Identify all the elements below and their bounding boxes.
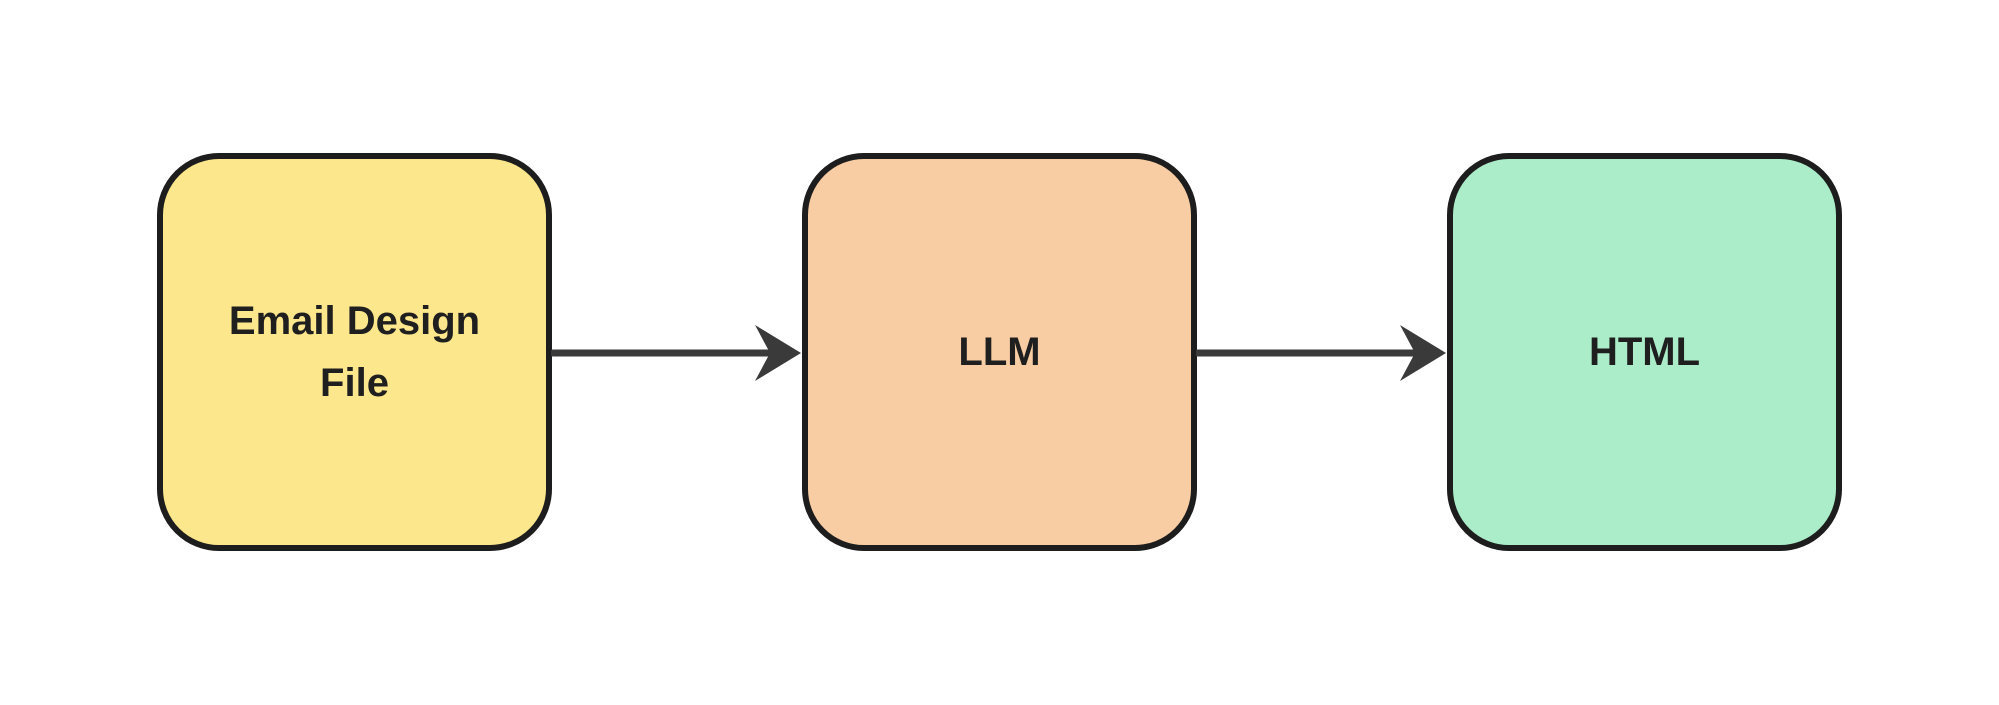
arrow-email-design-file-to-llm xyxy=(551,325,801,381)
node-llm: LLM xyxy=(802,153,1197,551)
arrow-llm-to-html xyxy=(1196,325,1446,381)
arrowhead-icon xyxy=(1400,325,1446,381)
arrowhead-icon xyxy=(755,325,801,381)
node-email-design-file: Email Design File xyxy=(157,153,552,551)
node-html-label: HTML xyxy=(1588,330,1701,374)
node-html: HTML xyxy=(1447,153,1842,551)
node-llm-label: LLM xyxy=(958,330,1041,374)
node-email-design-file-label: Email Design File xyxy=(228,299,481,405)
